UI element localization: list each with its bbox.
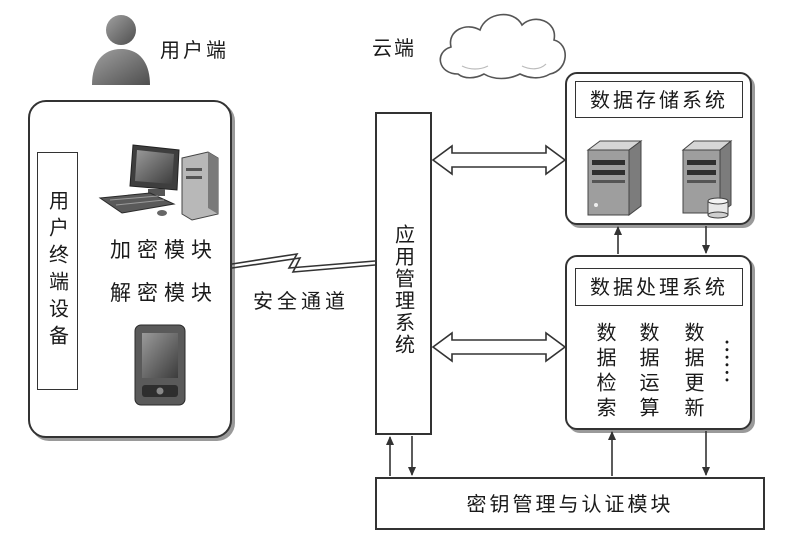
app-management-box: 应用管理系统	[375, 112, 432, 435]
decrypt-module-label: 解密模块	[110, 281, 218, 305]
data-processing-header: 数据处理系统	[575, 268, 743, 306]
user-terminal-device-box: 用户终端设备	[37, 152, 78, 390]
data-storage-header: 数据存储系统	[575, 81, 743, 118]
data-update-label: 数据更新	[681, 322, 705, 422]
secure-channel-lightning	[231, 252, 376, 273]
user-terminal-device-label: 用户终端设备	[45, 190, 70, 352]
cloud-label: 云端	[372, 36, 416, 60]
more-ellipsis: ......	[721, 339, 741, 385]
app-storage-double-arrow	[431, 144, 567, 176]
key-management-box: 密钥管理与认证模块	[375, 477, 765, 530]
app-processing-double-arrow	[431, 331, 567, 363]
data-storage-title: 数据存储系统	[590, 87, 728, 112]
user-side-label: 用户端	[160, 38, 229, 62]
user-icon	[92, 15, 150, 85]
secure-channel-label: 安全通道	[253, 289, 349, 313]
data-computation-label: 数据运算	[636, 322, 660, 422]
encrypt-module-label: 加密模块	[110, 238, 218, 262]
cloud-icon	[439, 13, 566, 80]
data-processing-title: 数据处理系统	[590, 275, 728, 299]
data-retrieval-label: 数据检索	[593, 322, 617, 422]
app-management-label: 应用管理系统	[391, 224, 416, 356]
key-management-label: 密钥管理与认证模块	[466, 491, 674, 516]
